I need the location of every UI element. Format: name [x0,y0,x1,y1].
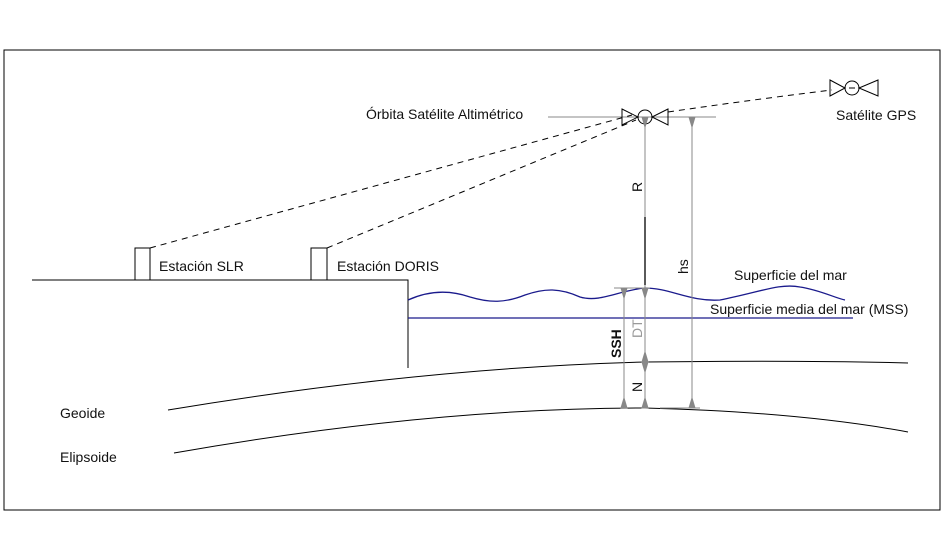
dt-label: DT [629,319,645,338]
r-label: R [629,182,645,192]
ssh-label: SSH [608,329,624,358]
orbit-label: Órbita Satélite Altimétrico [366,106,523,122]
gps-satellite-icon [829,79,879,97]
doris-label: Estación DORIS [337,258,439,274]
slr-station-icon [134,247,151,281]
gps-label: Satélite GPS [836,107,916,123]
slr-label: Estación SLR [159,258,244,274]
ellipsoid-label: Elipsoide [60,449,117,465]
geoid-line [167,360,909,411]
ellipsoid-line [173,407,909,454]
land [32,279,409,368]
slr-link [149,114,633,249]
mss-label: Superficie media del mar (MSS) [710,301,908,317]
sea-surface-line [407,285,846,302]
hs-label: hs [675,259,691,274]
doris-station-icon [310,247,328,281]
n-label: N [629,382,645,392]
diagram-frame [3,49,941,511]
doris-link [326,119,637,249]
geoid-label: Geoide [60,405,105,421]
gps-link [667,89,833,113]
sea-surface-label: Superficie del mar [734,267,847,283]
dimension-lines [614,116,700,409]
